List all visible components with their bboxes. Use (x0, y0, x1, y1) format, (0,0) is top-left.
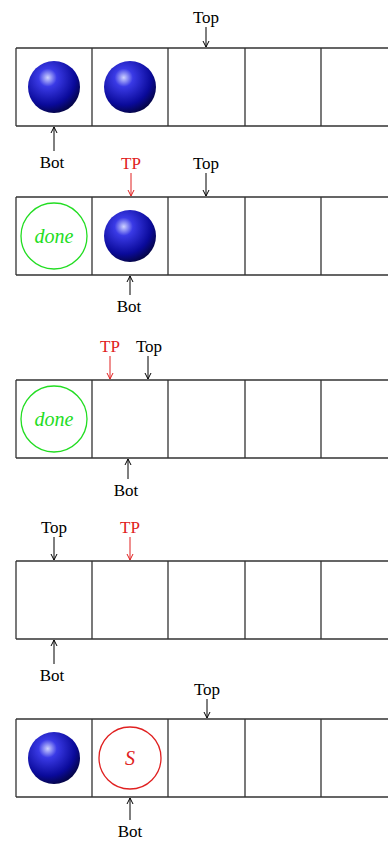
bot-pointer: Bot (118, 823, 143, 840)
marker-text: done (35, 409, 74, 429)
done-marker: done (20, 202, 88, 270)
tp-pointer: TP (100, 338, 120, 355)
top-pointer: Top (136, 338, 162, 355)
top-pointer: Top (193, 155, 219, 172)
tp-arrows (107, 173, 134, 560)
pointer-arrows (51, 27, 210, 820)
tp-pointer: TP (120, 519, 140, 536)
blue-balls (28, 61, 156, 784)
marker-text: S (125, 748, 135, 768)
bot-pointer: Bot (40, 154, 65, 171)
array-cells (16, 48, 388, 797)
steal-marker: S (98, 726, 162, 790)
bot-pointer: Bot (114, 482, 139, 499)
done-marker: done (20, 385, 88, 453)
top-pointer: Top (193, 9, 219, 26)
tp-pointer: TP (121, 155, 141, 172)
marker-text: done (35, 226, 74, 246)
top-pointer: Top (41, 519, 67, 536)
bot-pointer: Bot (40, 667, 65, 684)
bot-pointer: Bot (117, 298, 142, 315)
top-pointer: Top (194, 681, 220, 698)
